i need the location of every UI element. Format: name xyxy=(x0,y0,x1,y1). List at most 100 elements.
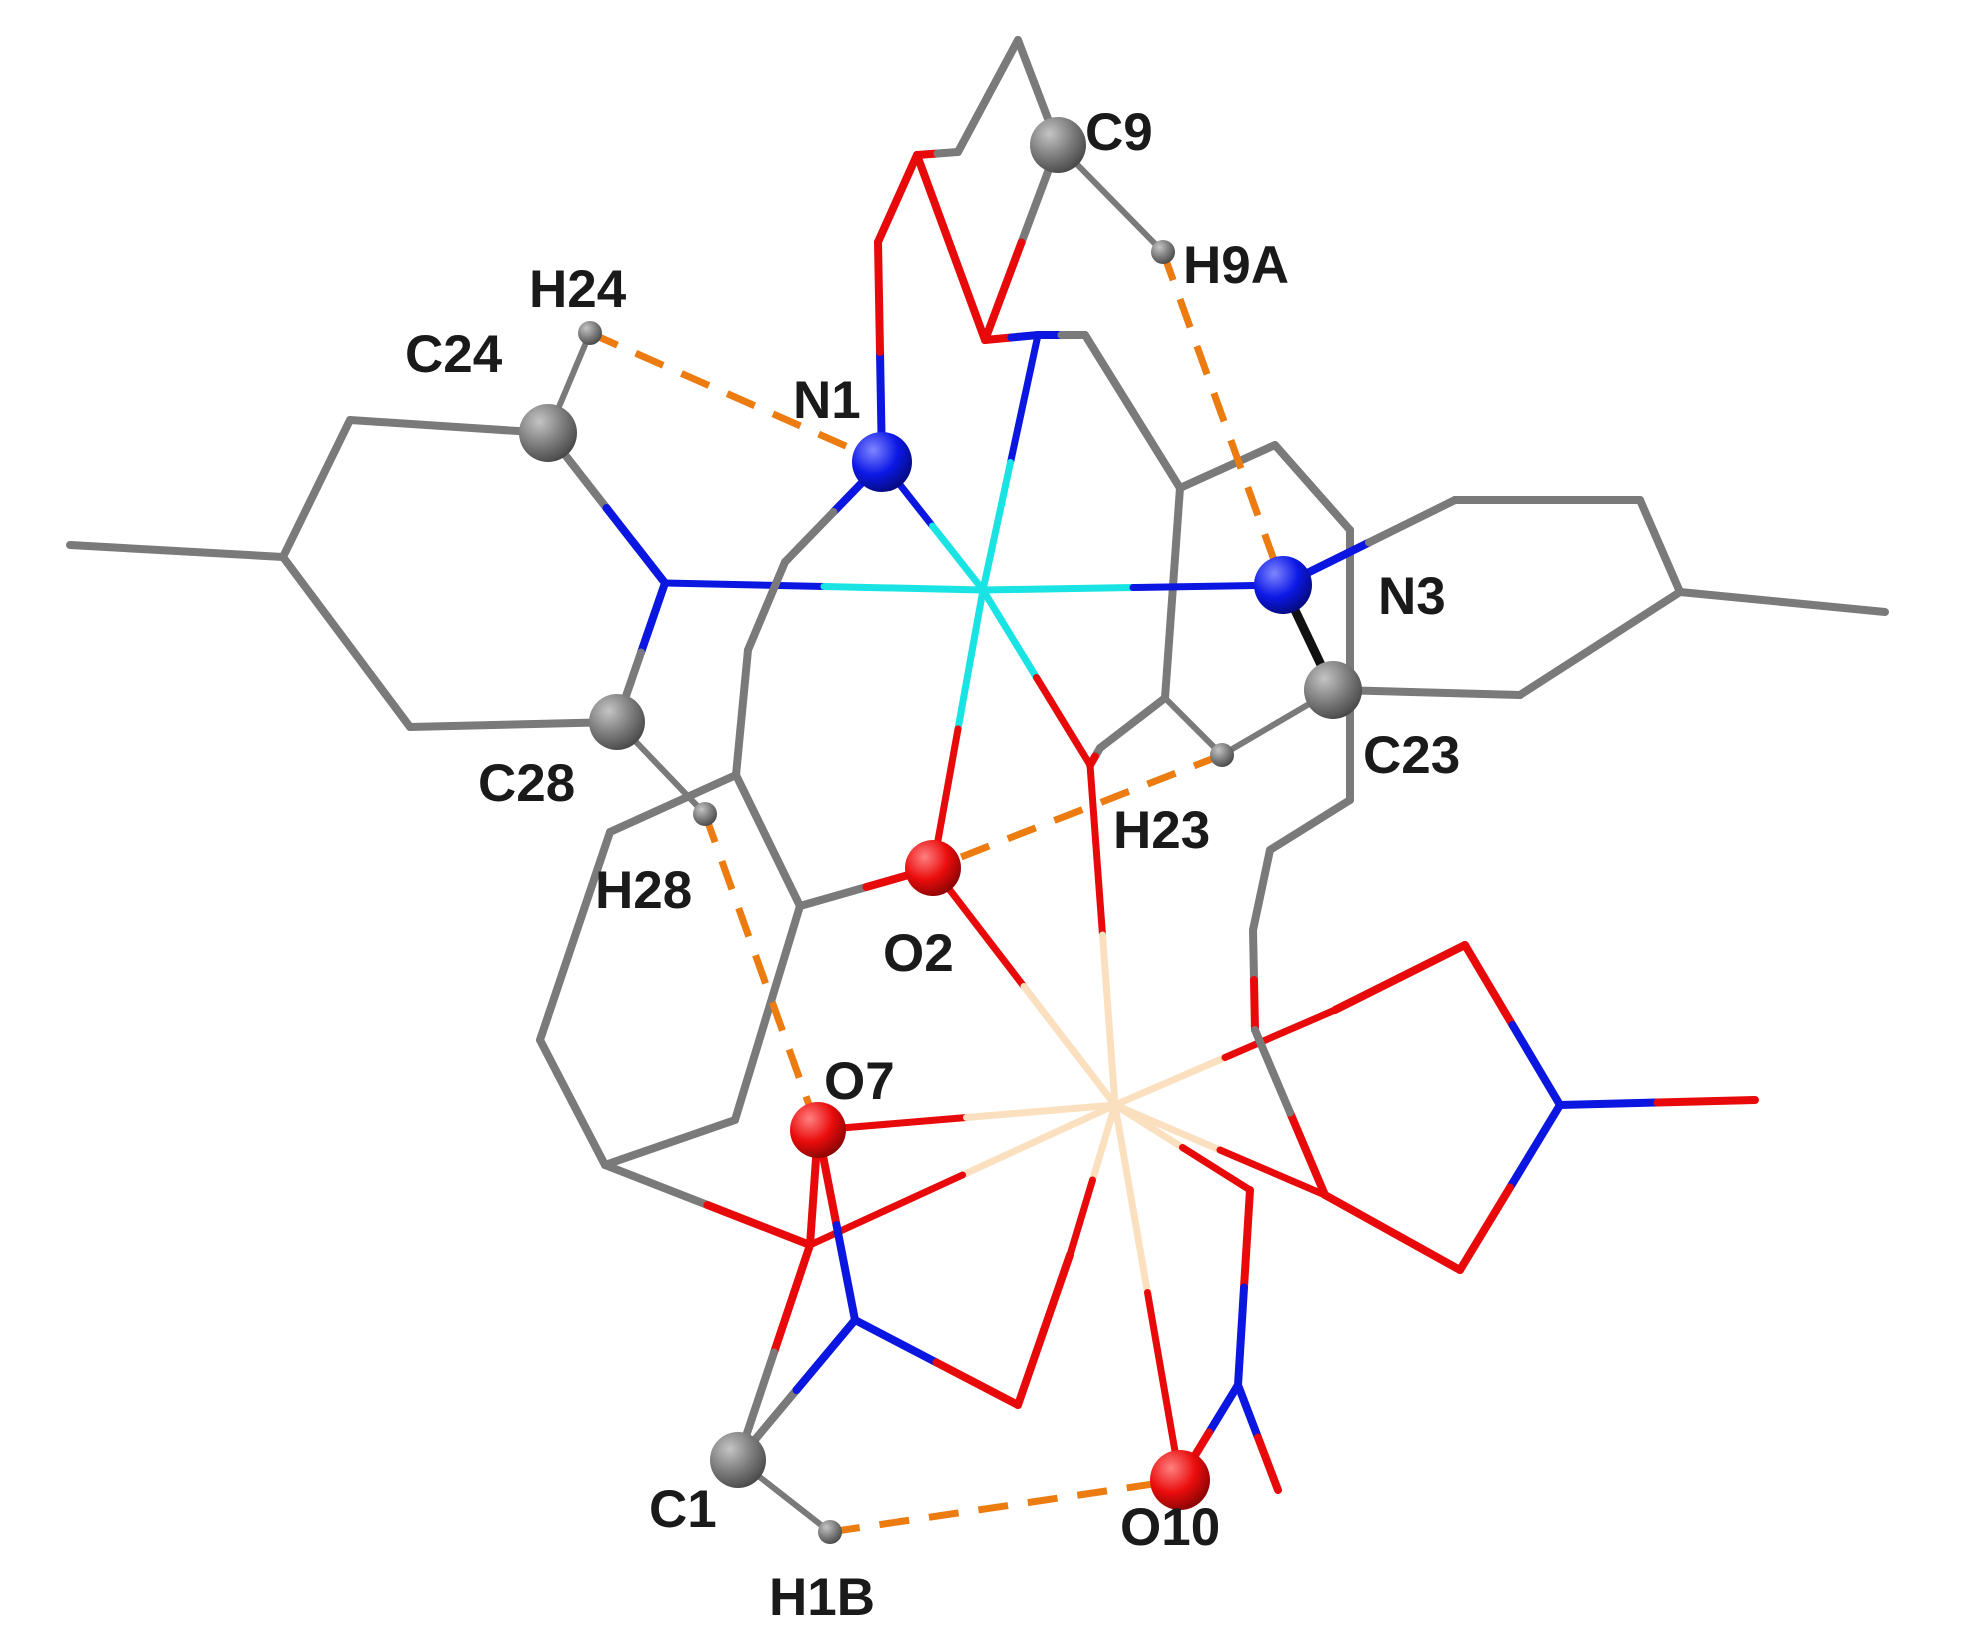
bond-o7-cX-half-b xyxy=(806,1183,818,1249)
bond-s2-s3-half-a xyxy=(1636,496,1664,550)
bond-ln-q6-half-b xyxy=(1216,1146,1329,1199)
bond-ln-o10-half-b xyxy=(1144,1289,1184,1484)
bond-a6-a1-half-a xyxy=(342,638,414,731)
label-n1: N1 xyxy=(793,371,861,430)
bond-c3a-c3b-half-b xyxy=(1161,589,1177,702)
bond-cu-n3-half-a xyxy=(979,584,1137,594)
bond-t3-t4-half-a xyxy=(1306,796,1354,829)
bond-q2-q3-half-b xyxy=(1508,1021,1564,1109)
atom-n1 xyxy=(852,432,912,492)
hbond-h23-o2 xyxy=(931,751,1224,872)
bond-r2d-c1c-half-b xyxy=(763,902,804,1017)
bond-c3b-h23-half-a xyxy=(1162,695,1197,730)
bond-nb-ob2-half-b xyxy=(932,1358,1022,1409)
label-n3: N3 xyxy=(1378,567,1446,626)
bond-a6-a1-half-b xyxy=(279,553,351,646)
bond-s3-s5-half-a xyxy=(1596,588,1684,648)
atom-h28 xyxy=(693,802,717,826)
bond-r2c-cX-half-b xyxy=(703,1201,814,1249)
label-h23: H23 xyxy=(1113,801,1210,860)
bond-q3-q5-half-b xyxy=(1456,1183,1514,1274)
bond-mL-a1-half-b xyxy=(172,547,287,561)
atom-n3 xyxy=(1254,556,1312,614)
bond-ob1-oa-half-a xyxy=(874,194,902,246)
bond-c1b-r2a-half-b xyxy=(606,799,677,836)
bond-oa-ob4-half-a xyxy=(913,151,955,252)
bond-r2a-r2b-half-a xyxy=(571,828,614,940)
bond-ob4-nN-half-b xyxy=(1007,331,1042,342)
bond-c1-nb-half-b xyxy=(792,1316,859,1394)
label-o7: O7 xyxy=(824,1052,895,1111)
bond-t1-t2-half-b xyxy=(1308,483,1354,534)
bond-a1-a2-half-a xyxy=(279,484,321,561)
bond-c3a-c3b-half-a xyxy=(1168,484,1184,597)
bond-o2-ln-half-b xyxy=(1020,983,1119,1109)
bond-ob2-ob3-half-b xyxy=(1040,1251,1074,1334)
bond-mid1-c1a-half-b xyxy=(744,602,771,654)
bond-a2-c24-half-a xyxy=(346,416,453,431)
bond-ln-o10-half-a xyxy=(1111,1101,1151,1296)
bond-q3-q4-half-a xyxy=(1556,1098,1662,1109)
bond-s2-s3-half-b xyxy=(1656,542,1684,596)
label-o2: O2 xyxy=(883,924,954,983)
bond-c3b-c3c-half-b xyxy=(1096,719,1137,752)
label-c24: C24 xyxy=(405,325,503,384)
bond-ob1-oa-half-b xyxy=(893,151,921,203)
bond-ch2-c3a-half-b xyxy=(1128,407,1184,492)
bond-c3b-c3c-half-a xyxy=(1128,694,1169,727)
bond-q6-pR-half-b xyxy=(1251,1026,1294,1117)
bond-n10-o10b-half-a xyxy=(1234,1381,1262,1442)
bond-s3-s5-half-b xyxy=(1516,639,1604,699)
bond-ln-q1-half-a xyxy=(1111,1054,1229,1109)
bond-n10-o10-half-a xyxy=(1205,1381,1242,1437)
hbond-h28-o7 xyxy=(701,812,822,1132)
bond-r2b-r2c-half-a xyxy=(536,1036,577,1107)
bond-c1b-r2a-half-a xyxy=(669,771,740,808)
bond-r2c-r2d-half-a xyxy=(601,1138,674,1169)
atom-layer xyxy=(519,117,1362,1544)
bond-a1-a2-half-b xyxy=(312,416,354,493)
bond-q3-q4-half-b xyxy=(1653,1096,1759,1107)
bond-c1a-c1b-half-a xyxy=(738,646,752,717)
bond-c9-h9a-half-b xyxy=(1107,195,1166,255)
bond-c1b-c1c-half-a xyxy=(732,771,772,845)
bond-r2b-r2c-half-b xyxy=(568,1098,609,1169)
bond-n10-o10b-half-b xyxy=(1254,1433,1282,1494)
bond-c9-ob4-half-b xyxy=(981,238,1026,344)
bond-q1-q2-half-a xyxy=(1331,973,1404,1014)
hbond-h24-n1 xyxy=(588,329,884,466)
bond-s3-s4-half-a xyxy=(1676,588,1787,606)
label-c1: C1 xyxy=(649,1480,717,1539)
atom-o2 xyxy=(905,840,961,896)
label-c9: C9 xyxy=(1085,103,1153,162)
bond-n1-mid1-half-b xyxy=(781,508,838,566)
bond-q5-q6-half-b xyxy=(1321,1191,1397,1237)
label-c23: C23 xyxy=(1363,726,1460,785)
label-h28: H28 xyxy=(595,861,692,920)
atom-h9a xyxy=(1151,240,1175,264)
bond-c24-a4-half-b xyxy=(602,504,669,587)
bond-ln-ob3-half-a xyxy=(1089,1101,1119,1184)
atom-c24 xyxy=(519,404,577,462)
bond-tp1-tp2-half-b xyxy=(984,36,1022,100)
atom-c23 xyxy=(1304,661,1362,719)
bond-c3a-t1-half-a xyxy=(1176,462,1232,492)
bond-a4-cu-half-b xyxy=(820,583,987,594)
bond-r2c-cX-half-a xyxy=(601,1161,712,1209)
bond-ln-ob3-half-b xyxy=(1066,1176,1096,1259)
bond-q3-q5-half-a xyxy=(1506,1101,1564,1192)
atom-label-layer: C9 H9A H24 C24 N1 N3 C28 C23 H28 H23 O2 … xyxy=(405,103,1460,1627)
bond-o7-ln-half-b xyxy=(963,1101,1119,1121)
bond-mL-a1-half-a xyxy=(66,541,181,555)
label-c28: C28 xyxy=(478,754,575,813)
bond-ob4-nN-half-a xyxy=(981,333,1016,344)
atom-c1 xyxy=(710,1432,766,1488)
bond-q5-q6-half-a xyxy=(1388,1228,1464,1274)
bond-mid1-c1a-half-a xyxy=(762,558,789,610)
bond-cu-ob-half-a xyxy=(979,586,1040,681)
label-h1b: H1B xyxy=(769,1568,875,1627)
atom-o7 xyxy=(790,1102,846,1158)
atom-c28 xyxy=(589,694,645,750)
